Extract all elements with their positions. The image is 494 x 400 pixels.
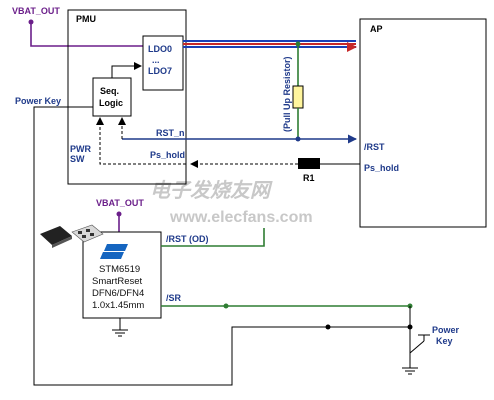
chip-text-3: DFN6/DFN4 [92, 288, 144, 299]
seq-to-ldo-wire [111, 62, 142, 78]
seq-logic-block [92, 77, 132, 117]
ps-hold-ap-label: Ps_hold [364, 163, 399, 173]
pullup-resistor [292, 85, 304, 109]
power-key-right-label-2: Key [436, 336, 453, 346]
st-logo [100, 244, 128, 259]
rst-ap-label: /RST [364, 142, 385, 152]
ldo-block [142, 35, 184, 91]
sr-node-1 [223, 303, 229, 309]
ap-block [359, 18, 487, 228]
ldo7-label: LDO7 [148, 66, 172, 76]
pmu-label: PMU [76, 14, 96, 24]
vbat-lower-label: VBAT_OUT [96, 198, 144, 208]
vbat-top-wire [30, 22, 143, 47]
seq-logic-label-1: Seq. [100, 86, 119, 96]
sr-label: /SR [166, 293, 182, 303]
chip-text-2: SmartReset [92, 276, 143, 287]
power-key-wire [33, 106, 410, 386]
chip-ground-icon [112, 329, 128, 337]
ldo0-label: LDO0 [148, 44, 172, 54]
vbat-top-label: VBAT_OUT [12, 6, 60, 16]
rst-od-label: /RST (OD) [166, 234, 209, 244]
power-key-left-label: Power Key [15, 96, 61, 106]
ldo-power-bus [183, 40, 357, 52]
switch-node [407, 324, 413, 330]
pwr-sw-label-2: SW [70, 154, 85, 164]
rst-node [295, 136, 301, 142]
r1-label: R1 [303, 173, 315, 183]
ps-hold-to-seq-wire [96, 117, 186, 165]
pmu-block [67, 9, 187, 185]
watermark-chinese: 电子发烧友网 [150, 179, 273, 202]
switch-ground-icon [402, 367, 418, 375]
chip-text-1: STM6519 [99, 264, 140, 275]
pullup-label: (Pull Up Resistor) [282, 56, 292, 132]
watermark: 电子发烧友网 www.elecfans.com [150, 179, 313, 226]
power-key-node [325, 324, 331, 330]
ldo-dots-label: ... [152, 55, 160, 65]
r1-resistor [298, 158, 320, 169]
pwr-sw-label-1: PWR [70, 144, 91, 154]
power-key-right-label-1: Power [432, 325, 460, 335]
ps-hold-pmu-label: Ps_hold [150, 150, 185, 160]
chip-package-image [40, 224, 104, 248]
power-key-switch-icon [409, 334, 430, 368]
rst-n-label: RST_n [156, 128, 185, 138]
rst-od-wire [161, 228, 265, 247]
chip-text-4: 1.0x1.45mm [92, 300, 144, 311]
seq-logic-label-2: Logic [99, 98, 123, 108]
ap-label: AP [370, 24, 383, 34]
watermark-url: www.elecfans.com [169, 209, 313, 226]
